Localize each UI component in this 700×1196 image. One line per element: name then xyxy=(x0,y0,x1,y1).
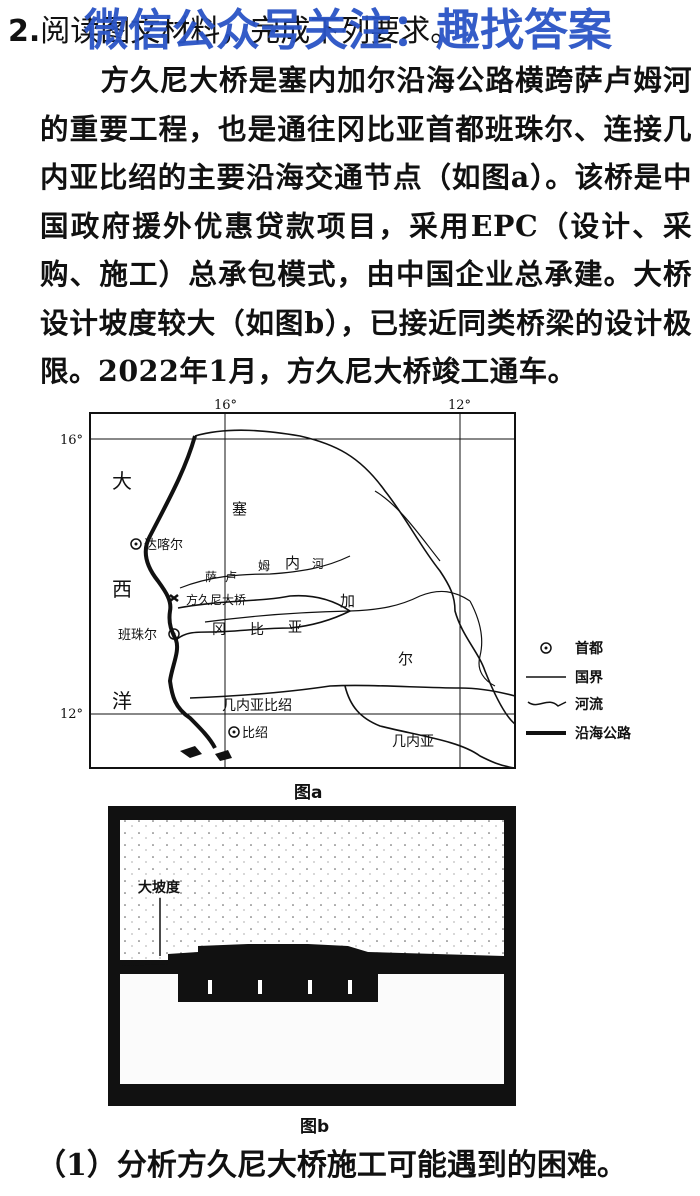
legend-label-border: 国界 xyxy=(575,670,604,686)
figure-b: 大坡度 xyxy=(108,806,516,1106)
legend-capital-icon xyxy=(540,642,552,654)
lon-label-16: 16° xyxy=(214,398,237,413)
legend-river-line-icon xyxy=(527,701,567,707)
photo-sky xyxy=(120,820,504,960)
legend-capital-dot xyxy=(544,646,548,650)
river-label-2: 卢 xyxy=(225,569,237,584)
bissau-label: 比绍 xyxy=(242,726,268,741)
figure-b-caption: 图b xyxy=(300,1117,330,1137)
island-1 xyxy=(180,746,202,758)
banjul-label: 班珠尔 xyxy=(118,628,157,643)
legend-label-capital: 首都 xyxy=(575,640,603,657)
bridge-marker-icon xyxy=(169,594,179,602)
capital-banjul-icon xyxy=(168,628,180,640)
bridge-deck xyxy=(120,944,504,974)
ocean-label-1: 大 xyxy=(112,469,132,493)
border-senegal-north-east xyxy=(194,429,516,725)
senegal-label-2: 内 xyxy=(285,554,300,572)
pier-gap-3 xyxy=(308,980,312,994)
pier-gap-4 xyxy=(348,980,352,994)
question-instruction: 阅读图文材料，完成下列要求。 xyxy=(40,14,461,49)
gambia-label-3: 亚 xyxy=(288,620,302,636)
bridge-photo-svg: 大坡度 xyxy=(108,806,516,1106)
bridge-label: 方久尼大桥 xyxy=(186,592,246,607)
capital-banjul-dot xyxy=(172,632,176,636)
pier-gap-1 xyxy=(208,980,212,994)
map-legend: 首都 国界 河流 沿海公路 xyxy=(526,640,632,742)
river-upper xyxy=(469,600,496,687)
guinea-bissau-label: 几内亚比绍 xyxy=(222,698,292,714)
legend-label-coastal-road: 沿海公路 xyxy=(575,725,632,742)
map-svg: 16° 12° 16° 12° 大 西 洋 塞 内 加 尔 萨 卢 姆 河 冈 … xyxy=(60,398,632,769)
question-number: 2. xyxy=(8,14,41,49)
slope-annotation: 大坡度 xyxy=(138,879,181,896)
map-frame xyxy=(89,412,516,769)
river-label-3: 姆 xyxy=(258,559,270,573)
dakar-label: 达喀尔 xyxy=(144,537,183,553)
border-guinea xyxy=(344,685,516,769)
ocean-label-3: 洋 xyxy=(112,689,132,713)
guinea-label: 几内亚 xyxy=(392,734,434,750)
lon-label-12: 12° xyxy=(448,398,471,413)
gambia-label-2: 比 xyxy=(250,622,264,638)
question-heading: 2.阅读图文材料，完成下列要求。 xyxy=(8,12,460,52)
island-2 xyxy=(215,750,232,761)
ocean-label-2: 西 xyxy=(112,577,132,601)
lat-label-12: 12° xyxy=(60,707,83,722)
senegal-label-3: 加 xyxy=(340,592,355,610)
capital-dakar-icon xyxy=(130,538,142,550)
border-gambia xyxy=(175,594,352,641)
watermark-text: 微信公众号关注：趣找答案 xyxy=(84,5,612,56)
river-label-1: 萨 xyxy=(205,570,217,584)
coastal-road xyxy=(143,435,217,749)
border-south xyxy=(189,684,516,699)
river-senegal xyxy=(374,490,441,562)
paragraph-text: 方久尼大桥是塞内加尔沿海公路横跨萨卢姆河的重要工程，也是通往冈比亚首都班珠尔、连… xyxy=(40,63,692,388)
figure-a-caption: 图a xyxy=(294,783,323,803)
senegal-label-4: 尔 xyxy=(398,650,413,668)
river-saloum xyxy=(179,555,351,589)
lat-label-16: 16° xyxy=(60,433,83,448)
gambia-label-1: 冈 xyxy=(212,622,226,638)
figure-a: 16° 12° 16° 12° 大 西 洋 塞 内 加 尔 萨 卢 姆 河 冈 … xyxy=(0,396,700,803)
sub-question-1: （1）分析方久尼大桥施工可能遇到的困难。 xyxy=(36,1148,627,1183)
river-gambia xyxy=(204,590,471,623)
river-label-4: 河 xyxy=(312,557,324,571)
capital-bissau-dot xyxy=(232,730,236,734)
pier-gap-2 xyxy=(258,980,262,994)
legend-label-river: 河流 xyxy=(575,696,603,713)
material-paragraph: 方久尼大桥是塞内加尔沿海公路横跨萨卢姆河的重要工程，也是通往冈比亚首都班珠尔、连… xyxy=(40,56,692,396)
capital-dakar-dot xyxy=(134,542,138,546)
senegal-label-1: 塞 xyxy=(232,500,247,518)
capital-bissau-icon xyxy=(228,726,240,738)
